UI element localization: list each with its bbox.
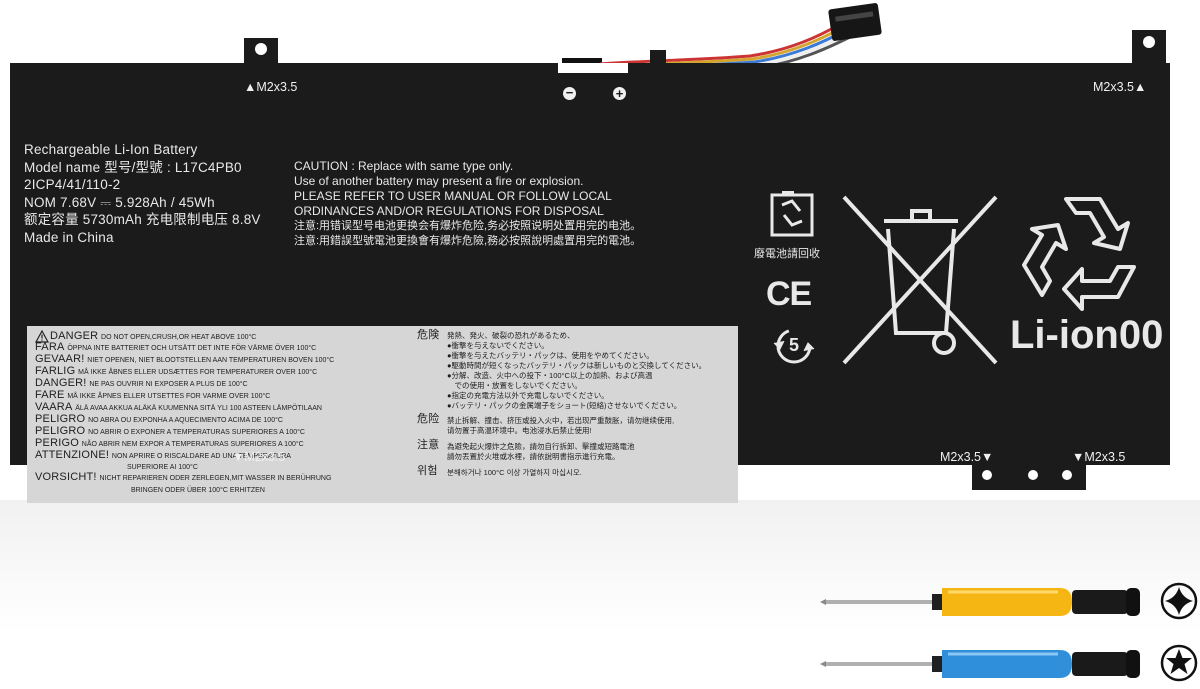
- mount-label-top-left: ▲M2x3.5: [244, 80, 298, 94]
- caution-line: 注意:用錯誤型號電池更換會有爆炸危險,務必按照說明處置用完的電池。: [294, 235, 642, 247]
- mount-label-bottom-left: ▼M2x3.5: [232, 450, 286, 464]
- warning-jp-line: ●バッテリ・パックの金属端子をショート(短絡)させないでください。: [447, 401, 682, 410]
- warning-line-3: FARLIG MÅ IKKE ÅBNES ELLER UDSÆTTES FOR …: [35, 365, 318, 377]
- warning-label: DANGER DO NOT OPEN,CRUSH,OR HEAT ABOVE 1…: [27, 326, 738, 503]
- screwdriver-blue: [820, 650, 1140, 678]
- warning-line-12: VORSICHT! NICHT REPARIEREN ODER ZERLEGEN…: [35, 471, 332, 483]
- warning-line-1: FARA ÖPPNA INTE BATTERIET OCH UTSÄTT DET…: [35, 341, 317, 353]
- spec-line: 2ICP4/41/110-2: [24, 177, 121, 192]
- mount-tab-bottom-right: [972, 460, 1086, 490]
- minus-terminal-icon: −: [563, 86, 576, 100]
- warning-line-11: SUPERIORE AI 100°C: [127, 464, 198, 471]
- warning-jp-line: での使用・放置をしないでください。: [447, 381, 582, 390]
- battery-recycle-icon: [770, 191, 814, 237]
- weee-crossed-bin-icon: [842, 195, 998, 365]
- warning-jp-line: ●分解、改造、火中への投下・100°C以上の加熱、および高温: [447, 371, 653, 380]
- ce-mark-icon: CE: [766, 275, 812, 313]
- warning-line-0: DANGER DO NOT OPEN,CRUSH,OR HEAT ABOVE 1…: [50, 330, 257, 342]
- chemistry-label: Li-ion00: [1010, 313, 1164, 357]
- warning-line-7: PELIGRO NO ABRA OU EXPONHA A AQUECIMENTO…: [35, 413, 283, 425]
- screwdriver-yellow: [820, 588, 1140, 616]
- warning-line-2: GEVAAR! NIET OPENEN, NIET BLOOTSTELLEN A…: [35, 353, 335, 365]
- caution-block: CAUTION : Replace with same type only. U…: [294, 159, 641, 249]
- warning-jp-line: 発熱、発火、破裂の恐れがあるため、: [447, 331, 575, 340]
- warning-jp-line: ●指定の充電方法以外で充電しないでください。: [447, 391, 609, 400]
- warning-line-8: PELIGRO NO ABRIR O EXPONER A TEMPERATURA…: [35, 425, 305, 437]
- pentalobe-star-icon: [1160, 582, 1198, 620]
- warning-tw-line: 為避免起火爆炸之危險，請勿自行拆卸、擊撞或短路電池: [447, 442, 635, 451]
- spec-block: Rechargeable Li-Ion Battery Model name 型…: [24, 141, 261, 246]
- connector-notch: [558, 63, 628, 73]
- battery-body: − + ▲M2x3.5 M2x3.5▲ Rechargeable Li-Ion …: [10, 63, 1170, 503]
- spec-line: Made in China: [24, 229, 114, 245]
- recycle-battery-text: 廢電池請回收: [754, 248, 820, 260]
- caution-line: PLEASE REFER TO USER MANUAL OR FOLLOW LO…: [294, 189, 612, 203]
- warning-kr-line: 분해하거나 100°C 이상 가열하지 마십시오.: [447, 468, 582, 477]
- plus-terminal-icon: +: [613, 87, 626, 100]
- warning-tw-line: 請勿丟置於火堆或水裡，請依說明書指示進行充電。: [447, 452, 620, 461]
- warning-jp-line: ●駆動時間が短くなったバッテリ・パックは新しいものと交換してください。: [447, 361, 707, 370]
- epup-5-number: 5: [789, 335, 800, 355]
- warning-line-5: FARE MÅ IKKE ÅPNES ELLER UTSETTES FOR VA…: [35, 389, 271, 401]
- spec-line: 额定容量 5730mAh 充电限制电压 8.8V: [24, 212, 261, 227]
- spec-line: Model name 型号/型號 : L17C4PB0: [24, 159, 242, 175]
- caution-line: 注意:用错误型号电池更换会有爆炸危险,务必按照说明处置用完的电池。: [294, 220, 642, 232]
- warning-jp-head: 危険: [417, 329, 440, 341]
- caution-line: CAUTION : Replace with same type only.: [294, 159, 514, 173]
- caution-line: Use of another battery may present a fir…: [294, 174, 584, 188]
- warning-line-13: BRINGEN ODER ÜBER 100°C ERHITZEN: [131, 487, 265, 494]
- warning-cn-line: 请勿置于高温环境中。电池浸水后禁止使用!: [447, 426, 592, 435]
- warning-line-4: DANGER! NE PAS OUVRIR NI EXPOSER A PLUS …: [35, 377, 248, 389]
- warning-jp-line: ●衝撃を与えないでください。: [447, 341, 549, 350]
- warning-cn-line: 禁止拆解、撞击、挤压或投入火中，若出现严重鼓胀，请勿继续使用,: [447, 416, 675, 425]
- mount-label-top-right: M2x3.5▲: [1093, 80, 1147, 94]
- warning-kr-head: 위험: [417, 465, 438, 477]
- warning-triangle-icon: [35, 330, 49, 343]
- spec-line: NOM 7.68V ⎓ 5.928Ah / 45Wh: [24, 194, 215, 210]
- warning-line-9: PERIGO NÃO ABRIR NEM EXPOR A TEMPERATURA…: [35, 437, 304, 449]
- spec-line: Rechargeable Li-Ion Battery: [24, 142, 198, 157]
- torx-star-icon: [1160, 644, 1198, 682]
- warning-cn-head: 危险: [417, 413, 440, 425]
- caution-line: ORDINANCES AND/OR REGULATIONS FOR DISPOS…: [294, 204, 604, 218]
- epup-5-icon: [773, 328, 815, 364]
- recycle-arrows-icon: [1022, 197, 1136, 311]
- warning-line-6: VAARA ÄLÄ AVAA AKKUA ALÄKÄ KUUMENNA SITÄ…: [35, 401, 322, 413]
- mount-label-bottom-right: ▼M2x3.5: [1072, 450, 1126, 464]
- warning-jp-line: ●衝撃を与えたバッテリ・パックは、使用をやめてください。: [447, 351, 654, 360]
- mount-tab-top-right: [1132, 30, 1166, 66]
- mount-label-bottom-mid: M2x3.5▼: [940, 450, 994, 464]
- warning-line-10: ATTENZIONE! NON APRIRE O RISCALDARE AD U…: [35, 449, 291, 461]
- warning-tw-head: 注意: [417, 439, 440, 451]
